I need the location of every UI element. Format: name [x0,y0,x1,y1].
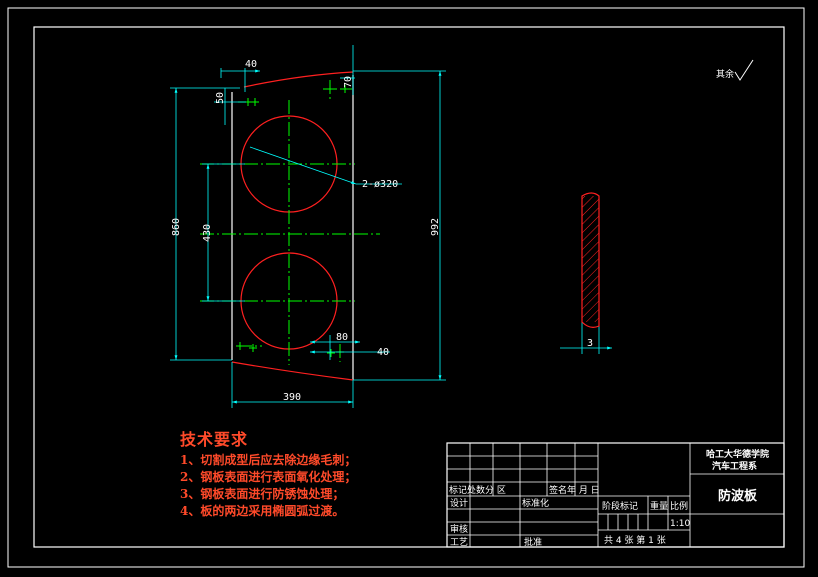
small-holes [236,85,349,357]
tech-requirements-title: 技术要求 [180,430,249,449]
tech-requirement-item: 4、板的两边采用椭圆弧过渡。 [180,504,345,518]
inner-frame [33,26,785,548]
tb-scale: 1:10 [670,519,690,529]
dim-40-bottom: 40 [377,347,389,358]
tb-stage-mark: 阶段标记 [602,500,638,512]
tb-school-line2: 汽车工程系 [712,460,757,472]
dim-80: 80 [336,332,348,343]
dim-992: 992 [430,218,441,236]
dim-3: 3 [587,338,593,349]
dim-70: 70 [343,76,354,88]
roughness-note: 其余 [716,68,734,80]
tb-review: 审核 [450,523,468,535]
title-block [446,442,785,548]
tb-rev-header: 标记处数分 区 [449,484,506,496]
tb-process: 工艺 [450,537,468,548]
outer-frame [7,7,805,568]
tech-requirement-item: 3、钢板表面进行防锈蚀处理； [180,487,345,501]
dim-40-top: 40 [245,59,257,70]
plate-top-arc [243,71,354,88]
dim-390: 390 [283,392,301,403]
plate-front-view [231,71,354,381]
dimension-lines [170,45,612,408]
plate-bottom-arc [231,361,354,381]
tech-requirement-item: 2、钢板表面进行表面氧化处理； [180,470,357,484]
dim-hole-callout: 2-ø320 [362,179,398,190]
tech-requirement-item: 1、切割成型后应去除边缘毛刺； [180,453,357,467]
tb-approve: 批准 [524,536,542,548]
tb-part-name: 防波板 [718,488,758,504]
section-view [581,192,600,328]
tb-rev-header2: 签名年 月 日 [549,484,600,496]
tb-weight: 重量 [650,500,668,512]
tb-scale-label: 比例 [670,500,688,512]
tb-standardize: 标准化 [522,497,549,509]
dim-430: 430 [202,224,213,242]
tb-design: 设计 [450,497,468,509]
dim-860: 860 [171,218,182,236]
tb-sheets: 共 4 张 第 1 张 [604,534,666,546]
dim-50: 50 [215,92,226,104]
tb-school-line1: 哈工大华德学院 [706,448,769,460]
roughness-symbol [734,59,754,81]
